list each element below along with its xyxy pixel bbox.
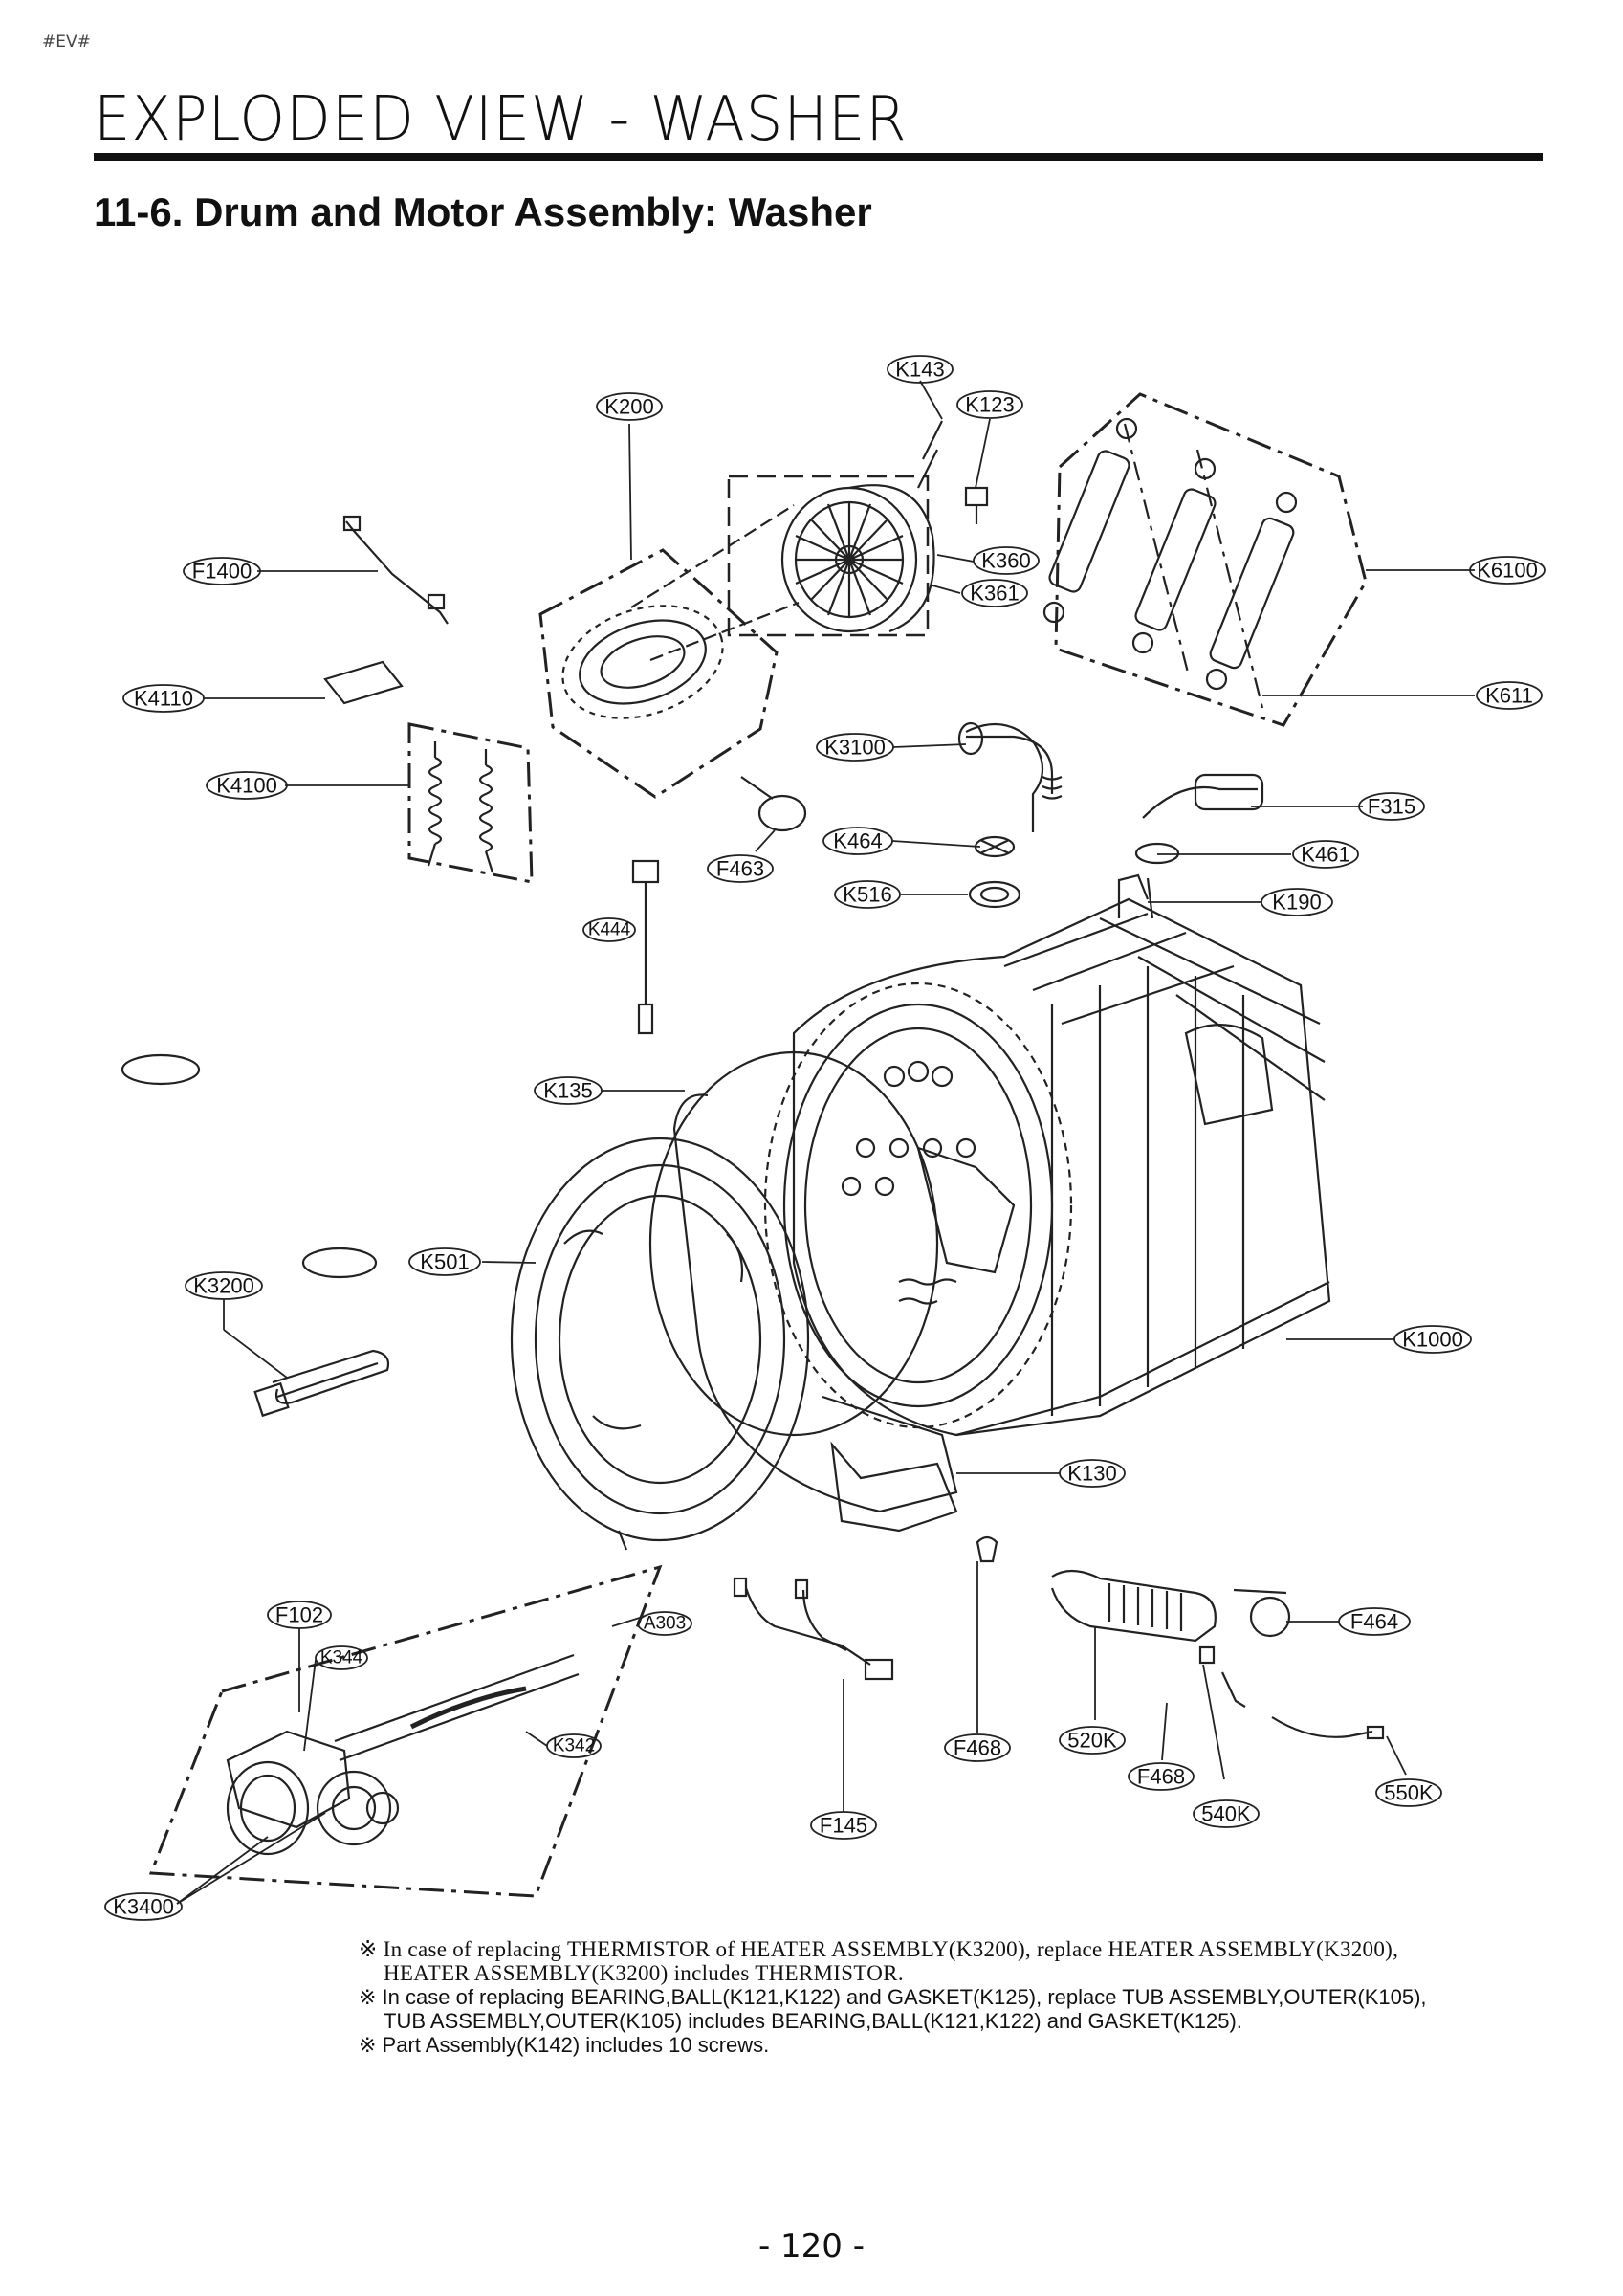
callout-label: F1400 [192, 560, 252, 584]
callout-label: F464 [1350, 1610, 1398, 1634]
note-screws: ※ Part Assembly(K142) includes 10 screws… [359, 2033, 1583, 2057]
note-line: ※ In case of replacing BEARING,BALL(K121… [359, 1985, 1427, 2009]
page-number: - 120 - [757, 2227, 866, 2265]
note-heater: ※ In case of replacing THERMISTOR of HEA… [359, 1937, 1583, 1985]
callout-label: K342 [553, 1736, 595, 1756]
callout-label: K143 [895, 358, 944, 382]
callout-label: K516 [843, 883, 891, 907]
callout-label: F468 [1137, 1765, 1185, 1789]
header-title: EXPLODED VIEW - WASHER [94, 84, 908, 155]
callout-label: F102 [275, 1603, 323, 1627]
callout-label: K501 [420, 1250, 469, 1274]
callout-label: K190 [1272, 891, 1321, 915]
tub-assembly [763, 873, 1331, 1437]
blank-oval-2 [301, 1247, 378, 1279]
spring-left [428, 756, 443, 846]
callout-label: K611 [1485, 684, 1533, 708]
damper-group-outline [1054, 392, 1368, 727]
rotor-group-outline [727, 475, 930, 637]
callout-label: K4100 [216, 774, 277, 798]
page-tag: #EV# [42, 33, 91, 52]
rotor [630, 484, 935, 662]
hose-clamp [1249, 1596, 1291, 1638]
front-tub [648, 1050, 958, 1533]
callout-label: F145 [820, 1814, 867, 1838]
note-line: ※ Part Assembly(K142) includes 10 screws… [359, 2033, 770, 2057]
note-line: TUB ASSEMBLY,OUTER(K105) includes BEARIN… [384, 2009, 1242, 2033]
callout-label: K360 [981, 549, 1030, 573]
callout-label: K4110 [134, 687, 193, 711]
callout-label: K6100 [1477, 559, 1538, 583]
note-line: ※ In case of replacing THERMISTOR of HEA… [359, 1937, 1399, 1961]
callout-label: K461 [1301, 843, 1349, 867]
drain-pump [226, 1653, 580, 1856]
callout-label: K361 [970, 582, 1019, 606]
callout-label: K130 [1067, 1462, 1116, 1486]
callout-label: K344 [320, 1648, 363, 1668]
pump-group-outline [148, 1564, 663, 1898]
header-rule [94, 153, 1543, 161]
callout-label: A303 [644, 1614, 686, 1634]
callout-label: F463 [716, 857, 764, 881]
notes: ※ In case of replacing THERMISTOR of HEA… [359, 1937, 1583, 2057]
damper-3 [1205, 491, 1298, 691]
callout-label: 540K [1201, 1802, 1251, 1826]
stator-group-outline [538, 548, 779, 799]
callout-label: F468 [954, 1736, 1001, 1760]
note-line: HEATER ASSEMBLY(K3200) includes THERMIST… [384, 1961, 904, 1985]
damper-2 [1131, 457, 1217, 654]
stator [561, 605, 724, 719]
callout-label: 520K [1067, 1729, 1117, 1753]
callout-label: K123 [965, 393, 1014, 417]
callout-label: K3100 [824, 736, 886, 760]
callout-label: K3400 [113, 1895, 174, 1919]
drain-hose [1050, 1569, 1217, 1643]
blank-oval-1 [121, 1053, 201, 1086]
spring-group-outline [407, 722, 534, 884]
callout-labels: K143 K123 K200 K360 K361 K6100 F1400 K41… [113, 358, 1538, 1919]
callout-label: K135 [543, 1079, 592, 1103]
section-title: 11-6. Drum and Motor Assembly: Washer [94, 189, 872, 234]
hose-k3100 [966, 735, 1063, 800]
callout-label: 550K [1384, 1781, 1434, 1805]
door-gasket [510, 1137, 810, 1551]
callout-label: K444 [588, 920, 631, 940]
note-bearing: ※ In case of replacing BEARING,BALL(K121… [359, 1985, 1583, 2033]
callout-label: K3200 [193, 1274, 254, 1298]
heater [253, 1349, 390, 1418]
spring-right [478, 763, 493, 853]
callouts [104, 355, 1546, 1921]
callout-label: K464 [833, 829, 882, 853]
callout-label: K1000 [1402, 1328, 1463, 1352]
wire-harness [733, 1577, 894, 1681]
damper-1 [1042, 417, 1138, 624]
callout-label: F315 [1368, 795, 1415, 819]
callout-label: K200 [604, 395, 653, 419]
